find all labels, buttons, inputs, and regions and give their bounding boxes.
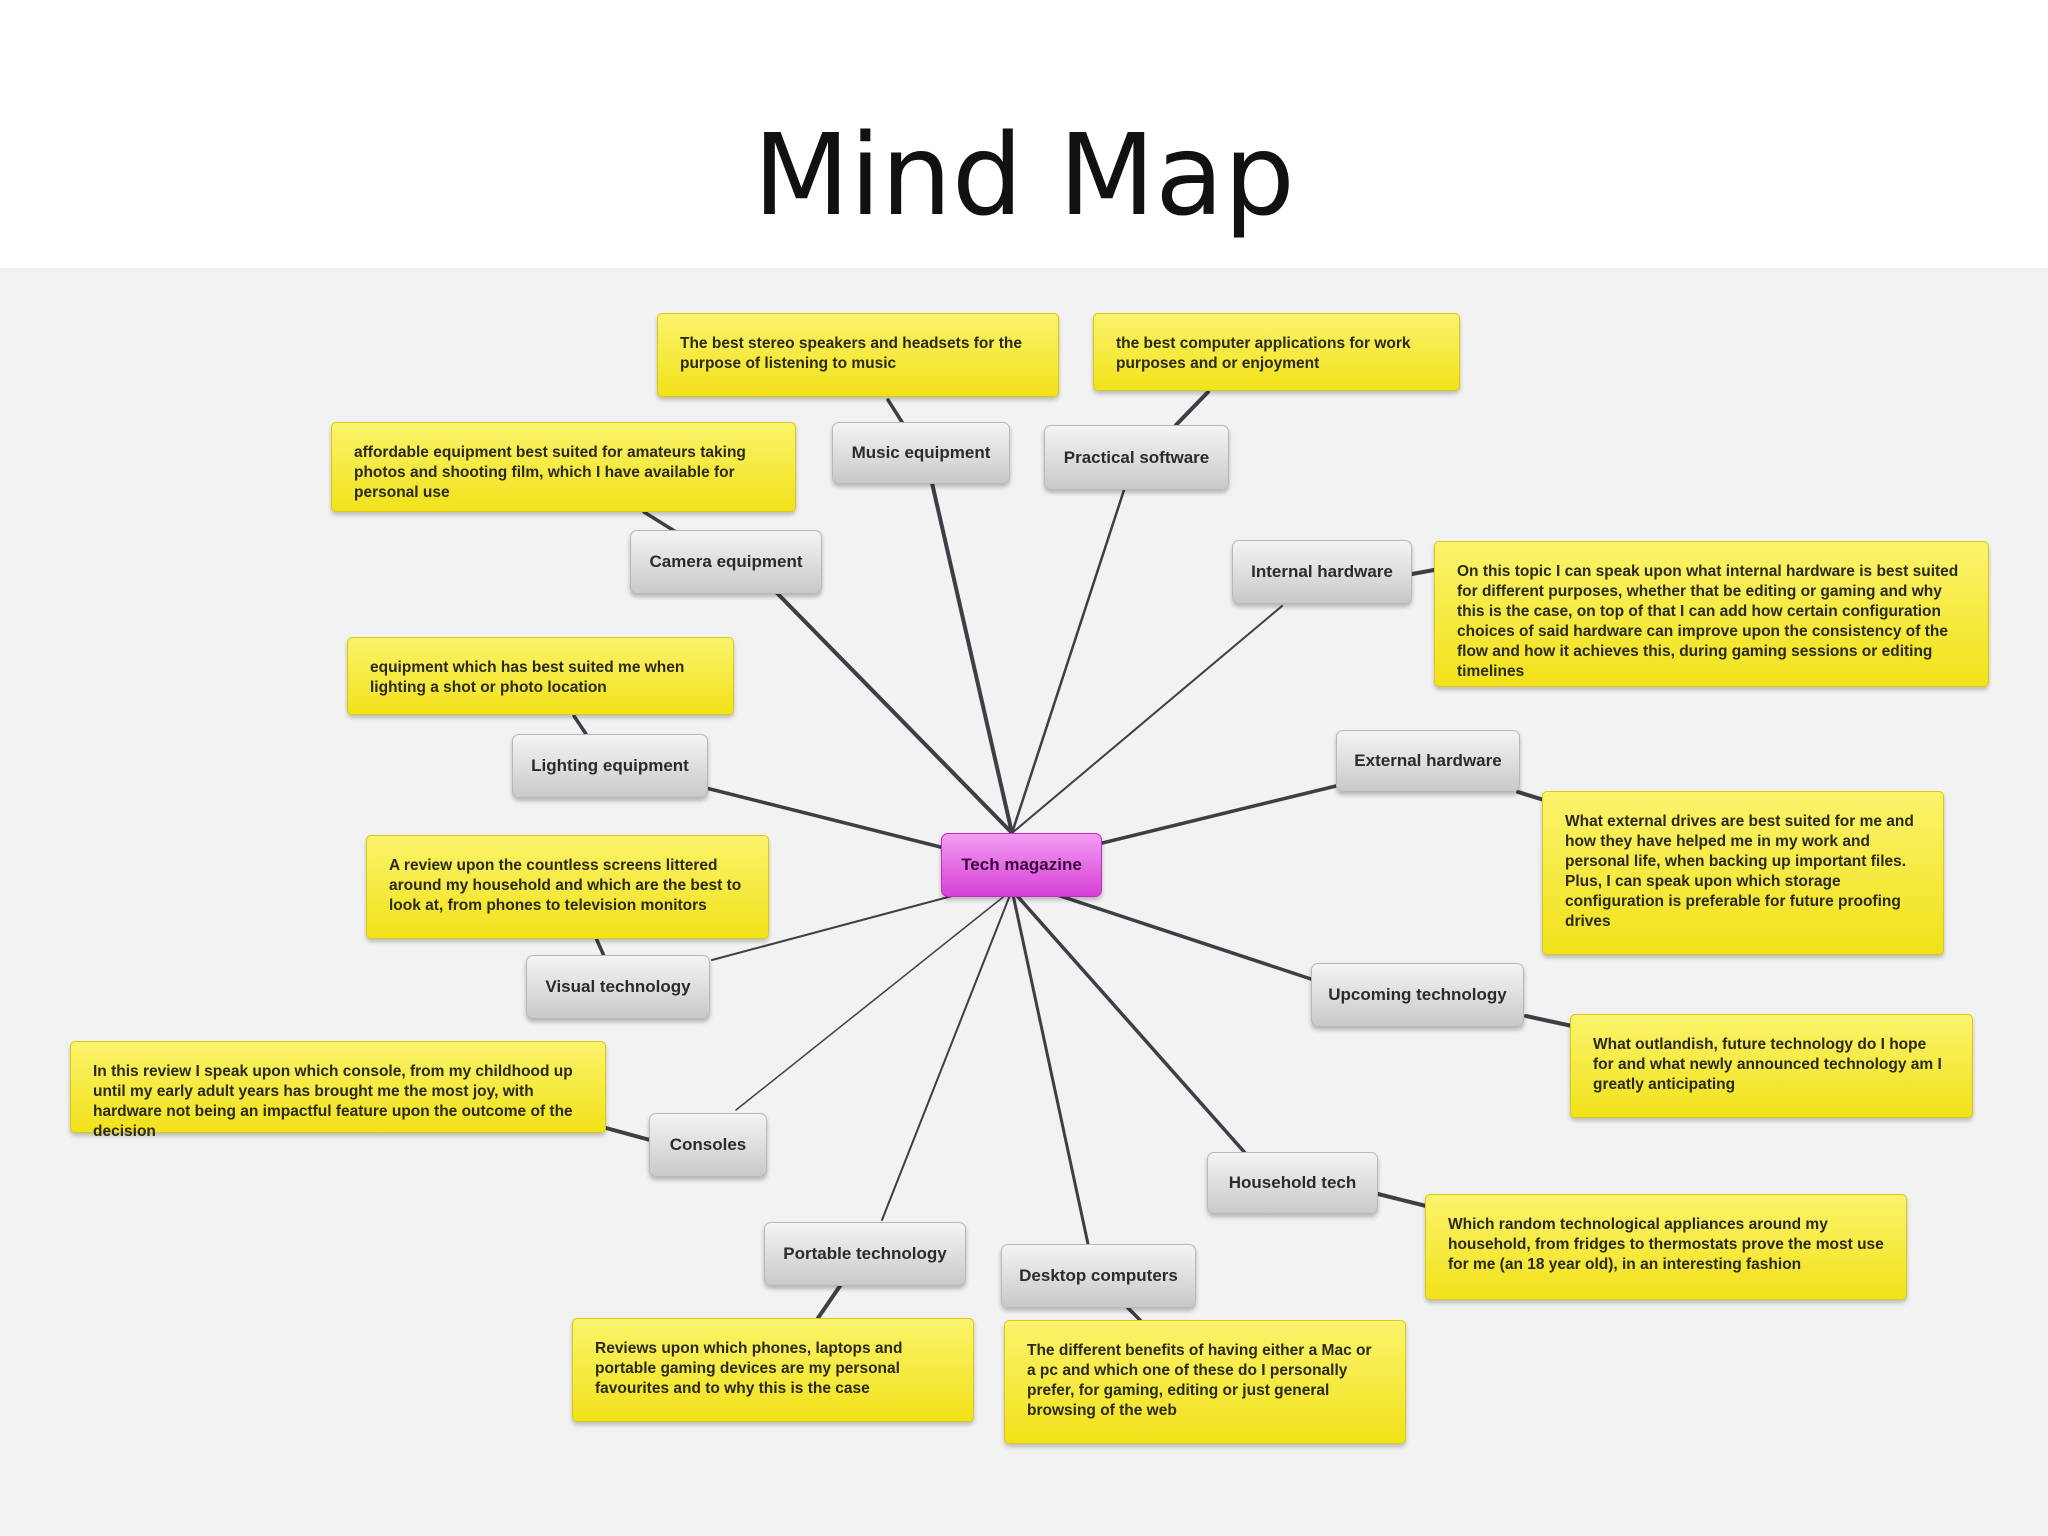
- link-desktop-computers: [1010, 888, 1090, 1246]
- link-internal-hardware: [1011, 605, 1283, 834]
- note-link-lighting: [572, 714, 588, 736]
- topic-visual-technology[interactable]: Visual technology: [526, 955, 710, 1019]
- note-link-camera: [642, 510, 678, 534]
- note-link-visual: [594, 936, 606, 958]
- topic-practical-software[interactable]: Practical software: [1044, 425, 1229, 490]
- note-link-household: [1376, 1192, 1428, 1208]
- link-household-tech: [1010, 888, 1248, 1156]
- note-portable-technology: Reviews upon which phones, laptops and p…: [572, 1318, 974, 1422]
- note-external-hardware: What external drives are best suited for…: [1542, 791, 1944, 955]
- topic-music-equipment[interactable]: Music equipment: [832, 422, 1010, 484]
- note-visual-technology: A review upon the countless screens litt…: [366, 835, 769, 939]
- note-link-software: [1174, 390, 1210, 427]
- note-link-portable: [816, 1284, 842, 1320]
- link-portable-technology: [881, 889, 1013, 1221]
- link-music-equipment: [930, 481, 1014, 835]
- topic-lighting-equipment[interactable]: Lighting equipment: [512, 734, 708, 798]
- topic-upcoming-technology[interactable]: Upcoming technology: [1311, 963, 1524, 1027]
- note-link-upcoming: [1524, 1014, 1574, 1028]
- topic-household-tech[interactable]: Household tech: [1207, 1152, 1378, 1214]
- note-lighting-equipment: equipment which has best suited me when …: [347, 637, 734, 715]
- note-link-desktop: [1126, 1306, 1142, 1322]
- link-practical-software: [1010, 488, 1126, 835]
- note-internal-hardware: On this topic I can speak upon what inte…: [1434, 541, 1989, 687]
- topic-external-hardware[interactable]: External hardware: [1336, 730, 1520, 792]
- note-desktop-computers: The different benefits of having either …: [1004, 1320, 1406, 1444]
- note-household-tech: Which random technological appliances ar…: [1425, 1194, 1907, 1300]
- topic-portable-technology[interactable]: Portable technology: [764, 1222, 966, 1286]
- note-link-internal: [1410, 568, 1436, 576]
- note-upcoming-technology: What outlandish, future technology do I …: [1570, 1014, 1973, 1118]
- note-practical-software: the best computer applications for work …: [1093, 313, 1460, 391]
- note-link-music: [886, 398, 904, 424]
- link-consoles: [735, 889, 1013, 1111]
- topic-camera-equipment[interactable]: Camera equipment: [630, 530, 822, 594]
- topic-desktop-computers[interactable]: Desktop computers: [1001, 1244, 1196, 1308]
- note-consoles: In this review I speak upon which consol…: [70, 1041, 606, 1140]
- topic-internal-hardware[interactable]: Internal hardware: [1232, 540, 1412, 604]
- note-link-consoles: [604, 1126, 652, 1142]
- page-title: Mind Map: [753, 111, 1295, 241]
- central-topic-tech-magazine[interactable]: Tech magazine: [941, 833, 1102, 897]
- topic-consoles[interactable]: Consoles: [649, 1113, 767, 1177]
- note-link-external: [1516, 790, 1546, 802]
- note-music-equipment: The best stereo speakers and headsets fo…: [657, 313, 1059, 397]
- link-camera-equipment: [774, 590, 1014, 835]
- note-camera-equipment: affordable equipment best suited for ama…: [331, 422, 796, 512]
